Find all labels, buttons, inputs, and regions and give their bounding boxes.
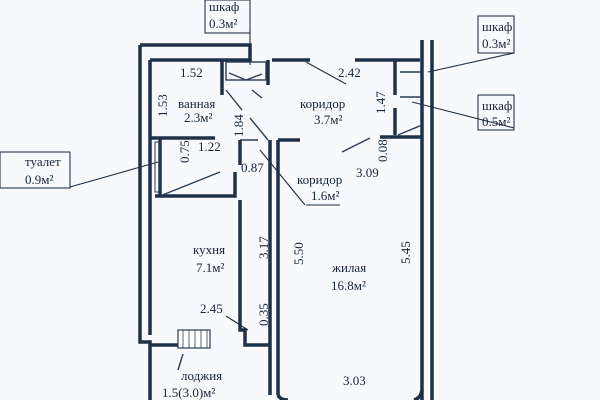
corridor-upper-name: коридор bbox=[300, 96, 345, 111]
bathroom-width-dimension: 1.52 bbox=[180, 65, 203, 80]
bathroom-door-dimension: 1.84 bbox=[231, 114, 246, 137]
closet-top-callout-area: 0.3м² bbox=[209, 16, 237, 31]
doors-and-closets bbox=[154, 61, 423, 371]
kitchen-area: 7.1м² bbox=[196, 260, 224, 275]
loggia-door-dimension: 0.35 bbox=[256, 303, 271, 326]
toilet-callout-frame bbox=[0, 151, 71, 189]
closet-right-lower-callout-name: шкаф bbox=[482, 98, 512, 113]
corridor-lower-area: 1.6м² bbox=[311, 188, 339, 203]
corridor-upper-area: 3.7м² bbox=[314, 112, 342, 127]
corridor-side-dimension: 1.47 bbox=[373, 91, 388, 114]
toilet-height-dimension: 0.75 bbox=[177, 140, 192, 163]
bathroom-height-dimension: 1.53 bbox=[155, 94, 170, 117]
living-left-dimension: 5.50 bbox=[291, 242, 306, 265]
living-top-dimension: 3.09 bbox=[356, 165, 379, 180]
closet-right-upper-callout-area: 0.3м² bbox=[482, 36, 510, 51]
living-bottom-dimension: 3.03 bbox=[343, 373, 366, 388]
loggia-name: лоджия bbox=[181, 368, 222, 383]
loggia-area: 1.5(3.0)м² bbox=[162, 385, 215, 400]
leader-lines bbox=[69, 30, 515, 331]
closet-right-lower-callout-area: 0.5м² bbox=[482, 114, 510, 129]
living-right-dimension: 5.45 bbox=[398, 241, 413, 264]
corridor-lower-name: коридор bbox=[297, 172, 342, 187]
toilet-callout-area: 0.9м² bbox=[25, 172, 53, 187]
toilet-callout-name: туалет bbox=[25, 154, 61, 169]
kitchen-height-dimension: 3.17 bbox=[256, 236, 271, 259]
closet-top-callout-frame bbox=[204, 0, 251, 34]
kitchen-width-dimension: 2.45 bbox=[200, 301, 223, 316]
bathroom-area: 2.3м² bbox=[184, 110, 212, 125]
closet-right-upper-callout-frame bbox=[477, 15, 515, 54]
living-room-area: 16.8м² bbox=[331, 278, 366, 293]
closet-depth-dimension: 0.08 bbox=[375, 139, 390, 162]
living-room-name: жилая bbox=[331, 260, 366, 275]
closet-right-lower-callout-frame bbox=[477, 94, 515, 131]
loggia-door-block bbox=[177, 329, 211, 349]
kitchen-name: кухня bbox=[193, 242, 225, 257]
closet-right-upper-callout-name: шкаф bbox=[482, 19, 512, 34]
toilet-width-dimension: 1.22 bbox=[198, 139, 221, 154]
closet-top-callout-name: шкаф bbox=[209, 0, 239, 14]
corridor-small-dimension: 0.87 bbox=[241, 160, 264, 175]
corridor-top-dimension: 2.42 bbox=[338, 65, 361, 80]
bathroom-name: ванная bbox=[178, 96, 215, 111]
